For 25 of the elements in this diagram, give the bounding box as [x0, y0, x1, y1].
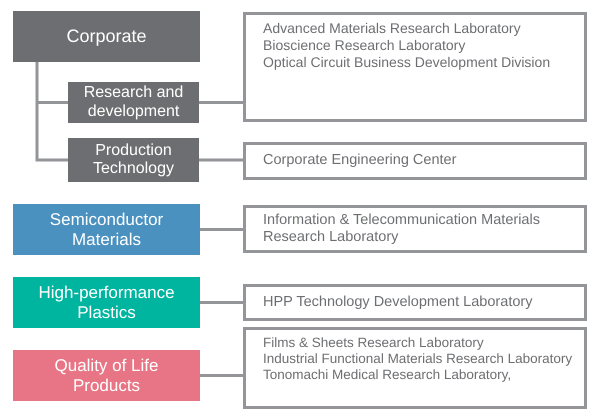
- division-box: High-performance Plastics: [13, 277, 200, 328]
- laboratory-box: [243, 205, 587, 253]
- laboratory-box: [243, 142, 587, 180]
- laboratory-name: Tonomachi Medical Research Laboratory,: [263, 367, 512, 384]
- division-box: Semiconductor Materials: [13, 204, 200, 255]
- laboratory-box: [243, 284, 587, 321]
- division-box: Corporate: [13, 11, 200, 62]
- laboratory-name: Bioscience Research Laboratory: [263, 36, 466, 54]
- laboratory-name: Information & Telecommunication Materials Research Laboratory: [263, 212, 541, 246]
- laboratory-name: Advanced Materials Research Laboratory: [263, 20, 522, 37]
- connector-line: [199, 101, 243, 104]
- connector-line: [199, 158, 243, 162]
- division-box: Research and development: [68, 82, 199, 123]
- laboratory-box: [243, 327, 587, 409]
- division-box: Quality of Life Products: [13, 350, 200, 401]
- laboratory-name: Optical Circuit Business Development Division: [263, 54, 552, 70]
- laboratory-name: Corporate Engineering Center: [263, 152, 458, 170]
- division-box: Production Technology: [68, 138, 199, 182]
- connector-line: [200, 228, 243, 231]
- laboratory-name: Industrial Functional Materials Research Laboratory: [263, 351, 574, 368]
- laboratory-name: Films & Sheets Research Laboratory: [263, 335, 485, 352]
- connector-line: [200, 301, 243, 304]
- connector-line: [200, 374, 243, 377]
- laboratory-box: [243, 12, 587, 122]
- laboratory-name: HPP Technology Development Laboratory: [263, 294, 534, 312]
